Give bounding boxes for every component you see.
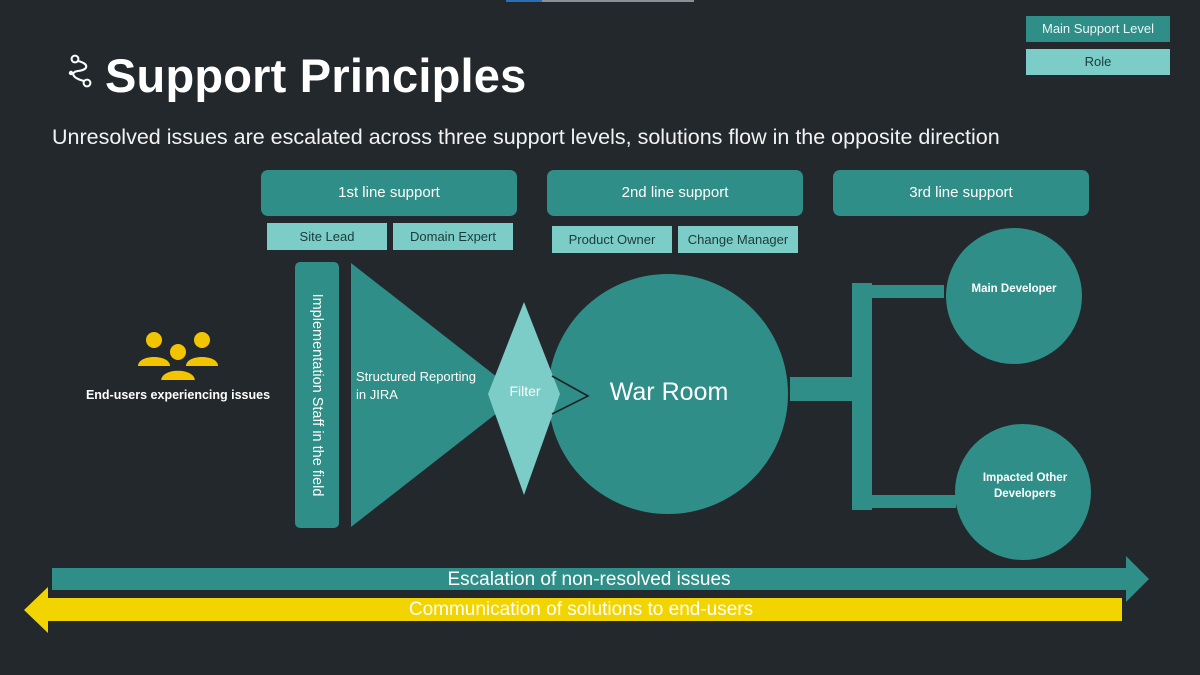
funnel-triangle — [351, 263, 520, 527]
war-room-circle — [548, 274, 788, 514]
war-room-label: War Room — [609, 378, 729, 406]
end-users-label: End-users experiencing issues — [85, 388, 271, 402]
top-bar-line — [542, 0, 694, 2]
other-developers-circle — [955, 424, 1091, 560]
communication-arrow — [24, 587, 1122, 633]
filter-label: Filter — [509, 383, 541, 399]
other-developers-label: Impacted Other Developers — [982, 472, 1068, 500]
main-developer-circle — [946, 228, 1082, 364]
filter-chevron — [551, 375, 590, 415]
people-group-icon — [136, 330, 220, 382]
level-2nd-line-support: 2nd line support — [547, 170, 803, 216]
page-subtitle: Unresolved issues are escalated across t… — [52, 125, 1000, 149]
implementation-staff-bar: Implementation Staff in the field — [295, 262, 339, 528]
war-room-connector — [790, 377, 852, 401]
implementation-staff-label: Implementation Staff in the field — [309, 293, 325, 497]
role-site-lead: Site Lead — [267, 223, 387, 250]
main-developer-label: Main Developer — [971, 283, 1057, 295]
legend-main-support-level: Main Support Level — [1026, 16, 1170, 42]
legend-role: Role — [1026, 49, 1170, 75]
branch-other-developers — [872, 495, 956, 508]
page-title: Support Principles — [105, 49, 527, 102]
level-3rd-line-support: 3rd line support — [833, 170, 1089, 216]
role-product-owner: Product Owner — [552, 226, 672, 253]
role-domain-expert: Domain Expert — [393, 223, 513, 250]
route-icon — [66, 54, 96, 88]
role-change-manager: Change Manager — [678, 226, 798, 253]
structured-reporting-label: Structured Reporting in JIRA — [356, 369, 476, 402]
branch-main-developer — [872, 285, 944, 298]
escalation-arrow — [52, 556, 1149, 602]
level-1st-line-support: 1st line support — [261, 170, 517, 216]
communication-label: Communication of solutions to end-users — [408, 599, 754, 620]
developer-bracket — [852, 283, 872, 510]
top-bar-accent — [506, 0, 542, 2]
escalation-label: Escalation of non-resolved issues — [447, 569, 731, 590]
filter-diamond — [488, 302, 560, 495]
